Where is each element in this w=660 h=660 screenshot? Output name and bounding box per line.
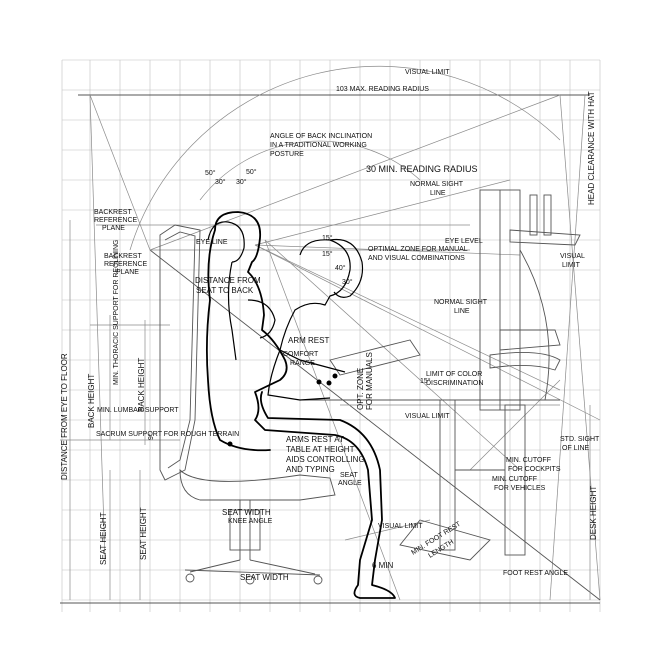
label-visual-limit-top: VISUAL LIMIT	[405, 69, 450, 76]
label-std-sight-b: OF LINE	[562, 445, 590, 452]
label-std-sight-a: STD. SIGHT	[560, 436, 600, 443]
label-seat-height-1: SEAT HEIGHT	[99, 512, 108, 565]
label-angle-40: 40°	[335, 264, 346, 272]
label-angle-50-right: 50°	[246, 168, 257, 176]
label-angle-15-b: 15°	[322, 250, 333, 258]
desk-and-console	[300, 189, 581, 561]
label-arms-rest-table-1: ARMS REST AT	[286, 435, 344, 444]
label-angle-50-left: 50°	[205, 169, 216, 177]
label-min-cutoff-cockpits-a: MIN. CUTOFF	[506, 457, 551, 464]
label-comfort-range-b: RANGE	[290, 360, 315, 367]
label-opt-zone-manuals-b: FOR MANUALS	[365, 352, 374, 410]
label-distance-seat-b: SEAT TO BACK	[196, 286, 254, 295]
human-figures	[205, 211, 396, 599]
label-seat-width-1: SEAT WIDTH	[222, 508, 271, 517]
label-angle-back-1: ANGLE OF BACK INCLINATION	[270, 133, 372, 140]
background-grid	[61, 59, 601, 612]
label-backrest-ref-1c: PLANE	[102, 225, 125, 232]
label-angle-30-c: 30°	[342, 278, 353, 286]
label-normal-sight-line-1b: LINE	[430, 190, 446, 197]
label-arms-rest-table-4: AND TYPING	[286, 465, 335, 474]
label-tiny-support-3: SACRUM SUPPORT FOR ROUGH TERRAIN	[96, 431, 239, 438]
label-normal-sight-line-2a: NORMAL SIGHT	[434, 299, 488, 306]
label-seat-angle-a: SEAT	[340, 472, 358, 479]
label-arms-rest-table-3: AIDS CONTROLLING	[286, 455, 365, 464]
label-back-height-1: BACK HEIGHT	[87, 374, 96, 428]
label-angle-9: 9°	[147, 433, 155, 440]
label-seat-width-2: SEAT WIDTH	[240, 573, 289, 582]
label-opt-zone-manuals-a: OPT. ZONE	[356, 368, 365, 410]
label-desk-height: DESK HEIGHT	[589, 486, 598, 540]
label-knee-angle: KNEE ANGLE	[228, 518, 273, 525]
label-optimal-zone-2: AND VISUAL COMBINATIONS	[368, 255, 465, 262]
label-backrest-ref-1a: BACKREST	[94, 209, 132, 216]
label-backrest-ref-2b: REFERENCE	[104, 261, 148, 268]
label-back-height-2: BACK HEIGHT	[137, 358, 146, 412]
label-angle-15-a: 15°	[322, 234, 333, 242]
label-tiny-support-2: MIN. LUMBAR SUPPORT	[97, 407, 179, 414]
label-min-cutoff-vehicles-a: MIN. CUTOFF	[492, 476, 537, 483]
label-distance-eye-floor: DISTANCE FROM EYE TO FLOOR	[60, 353, 69, 480]
label-backrest-ref-2c: PLANE	[116, 269, 139, 276]
chair	[159, 224, 336, 585]
label-optimal-zone-1: OPTIMAL ZONE FOR MANUAL	[368, 246, 468, 253]
label-eye-line: EYE LINE	[196, 239, 228, 246]
label-visual-limit-right-a: VISUAL	[560, 253, 585, 260]
label-comfort-range-a: COMFORT	[283, 351, 319, 358]
label-angle-back-3: POSTURE	[270, 151, 304, 158]
label-angle-back-2: IN A TRADITIONAL WORKING	[270, 142, 367, 149]
label-reading-radius-30: 30 MIN. READING RADIUS	[366, 164, 478, 174]
label-backrest-ref-1b: REFERENCE	[94, 217, 138, 224]
label-distance-seat-a: DISTANCE FROM	[195, 276, 261, 285]
label-visual-limit-right-b: LIMIT	[562, 262, 581, 269]
label-normal-sight-line-2b: LINE	[454, 308, 470, 315]
label-backrest-ref-2a: BACKREST	[104, 253, 142, 260]
label-angle-15-right: 15°	[420, 377, 431, 385]
label-max-reading-radius: 103 MAX. READING RADIUS	[336, 86, 429, 93]
label-min-cutoff-vehicles-b: FOR VEHICLES	[494, 485, 546, 492]
leaning-figure	[267, 239, 351, 401]
label-seat-height-2: SEAT HEIGHT	[139, 507, 148, 560]
label-visual-limit-low: VISUAL LIMIT	[378, 523, 423, 530]
label-angle-30-a: 30°	[215, 178, 226, 186]
label-seat-angle-b: ANGLE	[338, 480, 362, 487]
label-six-min: 6 MIN	[372, 561, 394, 570]
label-tiny-support-1: MIN. THORACIC SUPPORT FOR RECLINING	[113, 240, 120, 385]
label-angle-30-b: 30°	[236, 178, 247, 186]
label-visual-limit-mid: VISUAL LIMIT	[405, 413, 450, 420]
label-arms-rest-table-2: TABLE AT HEIGHT	[286, 445, 355, 454]
label-limit-color-a: LIMIT OF COLOR	[426, 371, 482, 378]
label-min-cutoff-cockpits-b: FOR COCKPITS	[508, 466, 561, 473]
label-normal-sight-line-1a: NORMAL SIGHT	[410, 181, 464, 188]
label-arm-rest: ARM REST	[288, 336, 329, 345]
label-foot-rest-angle: FOOT REST ANGLE	[503, 570, 568, 577]
label-limit-color-b: DISCRIMINATION	[426, 380, 483, 387]
label-head-clearance: HEAD CLEARANCE WITH HAT	[587, 91, 596, 205]
label-eye-level: EYE LEVEL	[445, 238, 483, 245]
